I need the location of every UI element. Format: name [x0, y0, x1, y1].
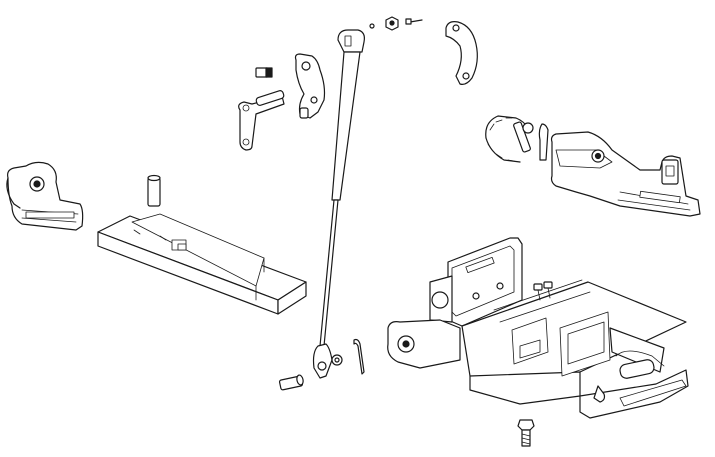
lower-link-hook-end [6, 161, 84, 231]
crank-lever [238, 90, 285, 151]
curved-bracket [445, 21, 478, 85]
chain-and-pin [485, 115, 549, 163]
hitch-frame-assembly [387, 237, 689, 419]
bolt [517, 419, 535, 447]
bracket-plate [294, 53, 326, 119]
small-pin-head [255, 67, 273, 78]
gas-strut [312, 29, 365, 379]
nut-washer-screw-set [369, 16, 423, 31]
washer [331, 354, 343, 366]
lower-link-arm [550, 131, 701, 217]
pin [147, 174, 161, 207]
lower-link-bar [97, 213, 307, 315]
bottom-pin [278, 374, 304, 391]
cotter-pin [353, 338, 365, 375]
